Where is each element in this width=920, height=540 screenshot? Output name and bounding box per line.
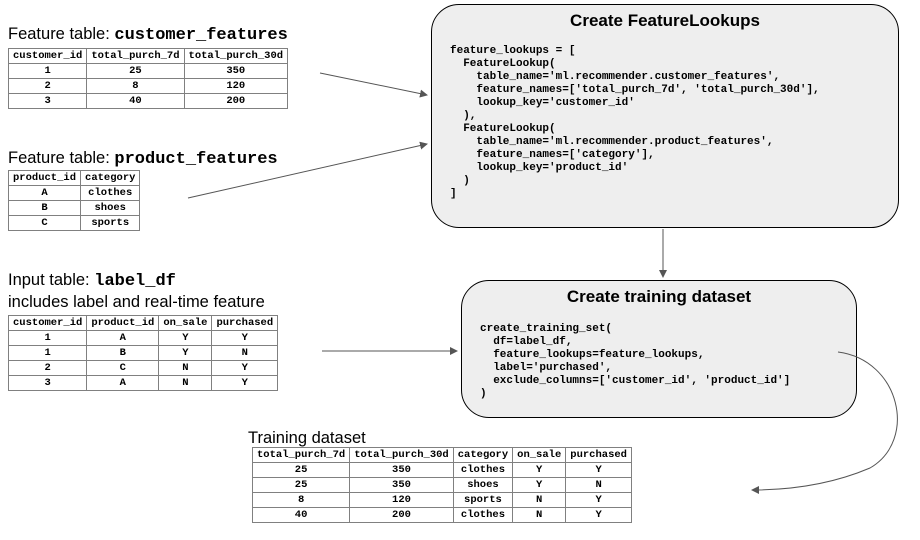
- code-line: lookup_key='product_id': [450, 162, 629, 174]
- table-cell: clothes: [452, 507, 514, 523]
- arrow-training-to-dataset: [751, 351, 898, 494]
- table-cell: 3: [7, 93, 88, 109]
- product-table-caption: Feature table: product_features: [8, 148, 278, 170]
- column-header: on_sale: [512, 447, 567, 463]
- column-header: total_purch_7d: [86, 48, 185, 64]
- code-line: feature_lookups=feature_lookups,: [480, 349, 705, 361]
- code-line: feature_names=['category'],: [450, 149, 655, 161]
- column-header: on_sale: [158, 315, 213, 331]
- arrow-product-to-lookups: [187, 141, 428, 199]
- create-training-dataset-box: Create training dataset create_training_…: [461, 280, 857, 418]
- arrow-customer-to-lookups: [319, 72, 428, 98]
- code-line: create_training_set(: [480, 323, 613, 335]
- column-header: total_purch_7d: [251, 447, 351, 463]
- customer-table-caption: Feature table: customer_features: [8, 24, 288, 46]
- caption-code: customer_features: [114, 26, 288, 45]
- table-cell: A: [86, 375, 160, 391]
- code-line: table_name='ml.recommender.customer_feat…: [450, 71, 781, 83]
- table-cell: N: [512, 507, 567, 523]
- caption-prefix: Feature table:: [8, 149, 110, 167]
- table-cell: N: [158, 375, 213, 391]
- table-cell: 200: [183, 93, 289, 109]
- code-line: table_name='ml.recommender.product_featu…: [450, 136, 774, 148]
- training-table-caption: Training dataset: [248, 429, 366, 447]
- caption-code: label_df: [94, 272, 176, 291]
- column-header: product_id: [7, 170, 82, 186]
- table-cell: 40: [86, 93, 185, 109]
- label-table-caption-line2: includes label and real-time feature: [8, 293, 265, 311]
- code-line: FeatureLookup(: [450, 58, 556, 70]
- label-table-caption: Input table: label_df: [8, 270, 176, 292]
- caption-code: product_features: [114, 150, 278, 169]
- caption-prefix: Feature table:: [8, 25, 110, 43]
- code-line: lookup_key='customer_id': [450, 97, 635, 109]
- code-line: exclude_columns=['customer_id', 'product…: [480, 375, 791, 387]
- table-cell: Y: [565, 507, 632, 523]
- caption-prefix: Input table:: [8, 271, 90, 289]
- table-cell: clothes: [452, 462, 514, 478]
- code-line: df=label_df,: [480, 336, 573, 348]
- column-header: product_id: [86, 315, 160, 331]
- code-line: ]: [450, 188, 457, 200]
- column-header: purchased: [211, 315, 279, 331]
- table-cell: sports: [452, 492, 514, 508]
- training-set-code: create_training_set( df=label_df, featur…: [480, 323, 790, 401]
- code-line: FeatureLookup(: [450, 123, 556, 135]
- table-cell: 3: [7, 375, 88, 391]
- table-cell: 40: [251, 507, 351, 523]
- code-line: feature_names=['total_purch_7d', 'total_…: [450, 84, 820, 96]
- column-header: total_purch_30d: [183, 48, 289, 64]
- table-cell: 200: [349, 507, 454, 523]
- table-cell: Y: [211, 375, 279, 391]
- column-header: total_purch_30d: [349, 447, 454, 463]
- table-cell: shoes: [80, 200, 141, 216]
- table-cell: sports: [80, 215, 141, 231]
- code-line: label='purchased',: [480, 362, 613, 374]
- code-line: ): [480, 388, 487, 400]
- code-line: feature_lookups = [: [450, 45, 576, 57]
- code-line: ),: [450, 110, 477, 122]
- box-title: Create training dataset: [566, 287, 752, 306]
- create-feature-lookups-box: Create FeatureLookups feature_lookups = …: [431, 4, 899, 228]
- box-title: Create FeatureLookups: [570, 11, 760, 30]
- column-header: customer_id: [7, 48, 88, 64]
- column-header: purchased: [565, 447, 632, 463]
- code-line: ): [450, 175, 470, 187]
- feature-lookups-code: feature_lookups = [ FeatureLookup( table…: [450, 45, 820, 201]
